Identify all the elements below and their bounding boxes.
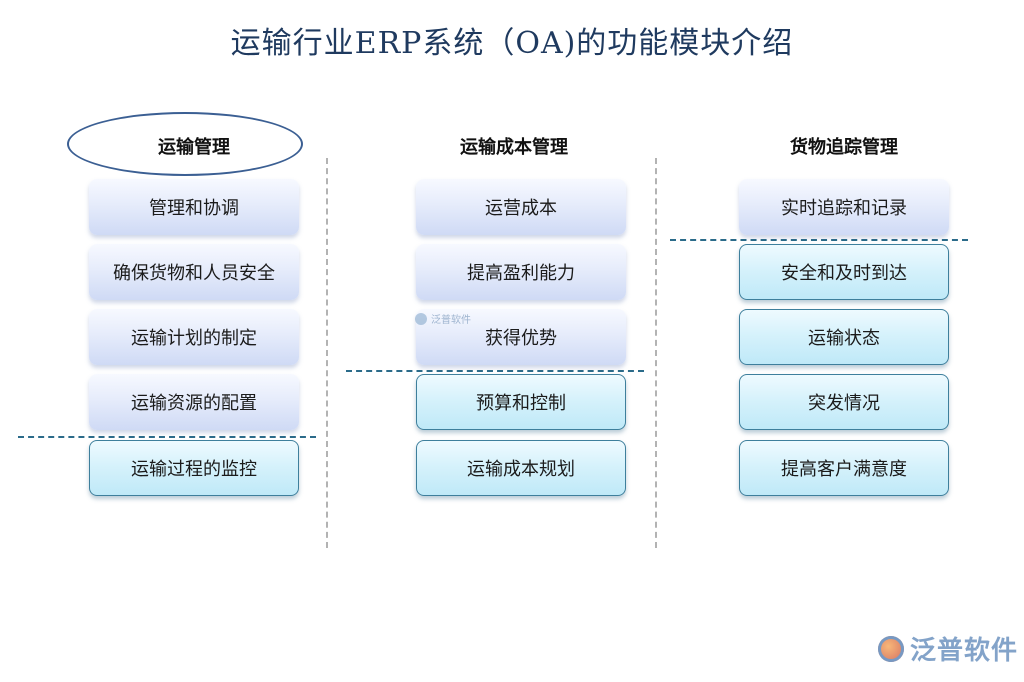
column-heading-transport: 运输管理: [158, 137, 230, 158]
watermark-large: 泛普软件: [878, 630, 1018, 667]
watermark-logo-icon: [878, 635, 904, 662]
watermark-large-text: 泛普软件: [910, 636, 1019, 666]
watermark-logo-icon: [415, 312, 427, 325]
module-box: 运输状态: [739, 309, 949, 365]
module-box: 管理和协调: [89, 179, 299, 235]
column-heading-cost: 运输成本管理: [460, 137, 568, 158]
module-box: 突发情况: [739, 374, 949, 430]
watermark-small-text: 泛普软件: [431, 315, 471, 326]
column-divider: [326, 158, 328, 548]
section-divider: [346, 370, 644, 372]
highlight-ellipse: [67, 112, 303, 176]
module-box: 获得优势: [416, 309, 626, 365]
module-box: 运输过程的监控: [89, 440, 299, 496]
page-title: 运输行业ERP系统（OA)的功能模块介绍: [230, 26, 794, 61]
module-box: 实时追踪和记录: [739, 179, 949, 235]
column-heading-tracking: 货物追踪管理: [790, 137, 898, 158]
module-box: 安全和及时到达: [739, 244, 949, 300]
module-box: 运输成本规划: [416, 440, 626, 496]
module-box: 确保货物和人员安全: [89, 244, 299, 300]
column-divider: [655, 158, 657, 548]
section-divider: [670, 239, 968, 241]
module-box: 预算和控制: [416, 374, 626, 430]
module-box: 运输计划的制定: [89, 309, 299, 365]
section-divider: [18, 436, 316, 438]
module-box: 运营成本: [416, 179, 626, 235]
module-box: 提高盈利能力: [416, 244, 626, 300]
module-box: 提高客户满意度: [739, 440, 949, 496]
watermark-small: 泛普软件: [415, 311, 471, 326]
module-box: 运输资源的配置: [89, 374, 299, 430]
